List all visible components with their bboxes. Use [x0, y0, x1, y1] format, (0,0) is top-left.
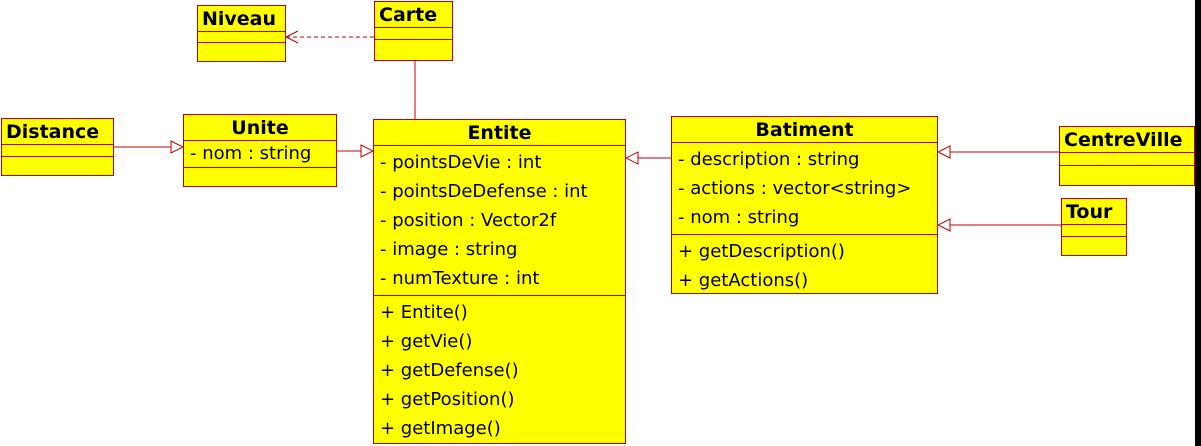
- methods-section: [375, 39, 452, 48]
- method-row: + getDefense(): [380, 360, 519, 381]
- method-row: + getDescription(): [678, 241, 845, 262]
- class-unite[interactable]: Unite - nom : string: [183, 114, 337, 187]
- attribute-row: - position : Vector2f: [380, 210, 557, 231]
- methods-section: + Entite() + getVie() + getDefense() + g…: [374, 295, 625, 443]
- attributes-section: - description : string - actions : vecto…: [672, 142, 937, 234]
- class-name: CentreVille: [1064, 129, 1183, 151]
- class-name: Carte: [379, 4, 438, 26]
- method-row: + getImage(): [380, 418, 501, 439]
- attribute-row: - pointsDeVie : int: [380, 152, 542, 173]
- attributes-section: [198, 31, 285, 42]
- attribute-row: - numTexture : int: [380, 268, 540, 289]
- attribute-row: - actions : vector<string>: [678, 178, 912, 199]
- class-name: Unite: [231, 117, 289, 139]
- class-distance[interactable]: Distance: [1, 118, 114, 176]
- attributes-section: [2, 144, 113, 156]
- class-entite[interactable]: Entite - pointsDeVie : int - pointsDeDef…: [373, 119, 626, 444]
- class-name: Tour: [1066, 201, 1113, 223]
- attribute-row: - nom : string: [678, 207, 800, 228]
- attributes-section: [1062, 224, 1126, 236]
- method-row: + getPosition(): [380, 389, 515, 410]
- attributes-section: [375, 27, 452, 39]
- class-niveau[interactable]: Niveau: [197, 5, 286, 62]
- method-row: + getActions(): [678, 270, 809, 291]
- methods-section: [198, 42, 285, 51]
- class-name: Batiment: [755, 119, 854, 141]
- methods-section: [1060, 165, 1194, 174]
- class-name: Entite: [467, 122, 532, 144]
- methods-section: [184, 167, 336, 176]
- attributes-section: - nom : string: [184, 140, 336, 167]
- class-name: Niveau: [202, 8, 277, 30]
- class-carte[interactable]: Carte: [374, 1, 453, 61]
- attribute-row: - image : string: [380, 239, 518, 260]
- class-tour[interactable]: Tour: [1061, 198, 1127, 256]
- scrollbar-edge: [1195, 0, 1201, 446]
- methods-section: [1062, 236, 1126, 245]
- attribute-row: - description : string: [678, 149, 860, 170]
- attribute-row: - nom : string: [190, 143, 312, 164]
- class-name: Distance: [6, 121, 100, 143]
- method-row: + Entite(): [380, 302, 468, 323]
- class-centreville[interactable]: CentreVille: [1059, 126, 1195, 186]
- class-batiment[interactable]: Batiment - description : string - action…: [671, 116, 938, 294]
- attributes-section: [1060, 152, 1194, 165]
- attribute-row: - pointsDeDefense : int: [380, 181, 588, 202]
- attributes-section: - pointsDeVie : int - pointsDeDefense : …: [374, 145, 625, 295]
- methods-section: [2, 156, 113, 165]
- method-row: + getVie(): [380, 331, 473, 352]
- methods-section: + getDescription() + getActions(): [672, 234, 937, 293]
